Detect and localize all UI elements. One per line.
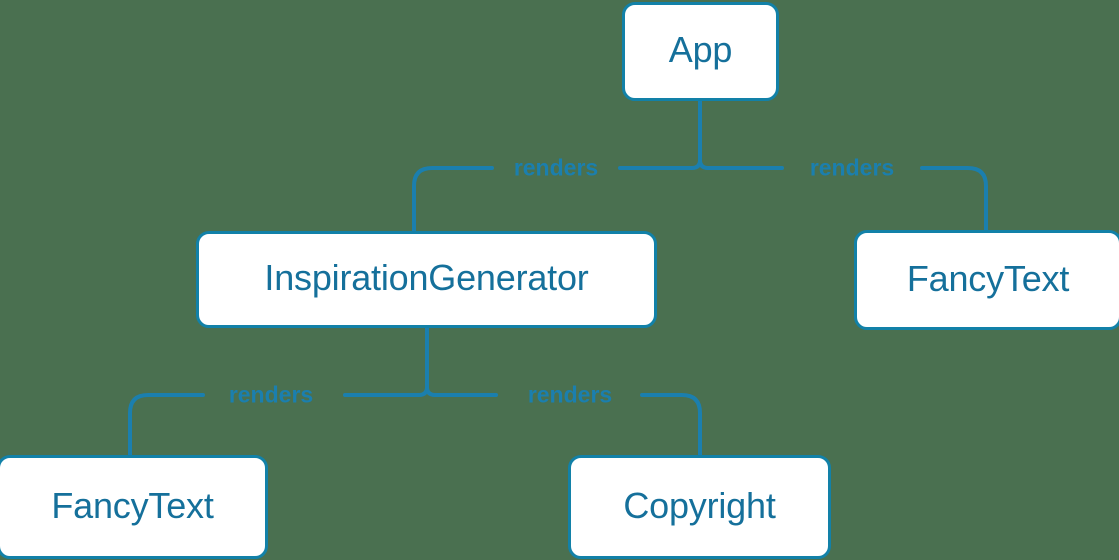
edge-label-inspgen-fancyleft: renders (228, 381, 314, 408)
edge-label-app-inspgen: renders (513, 154, 599, 181)
edge-app-fancyright-seg-right (920, 166, 988, 232)
node-app-label: App (668, 29, 733, 70)
edge-app-inspgen-seg-left (412, 166, 494, 233)
edge-inspgen-stem (417, 326, 429, 397)
node-fancytext-right-label: FancyText (906, 257, 1070, 299)
edge-inspgen-copyright-seg-right (640, 393, 702, 457)
node-fancytext-left[interactable]: FancyText (0, 455, 268, 559)
node-fancytext-left-label: FancyText (51, 484, 214, 526)
node-app[interactable]: App (622, 2, 779, 101)
node-copyright[interactable]: Copyright (568, 455, 831, 559)
node-inspiration-generator[interactable]: InspirationGenerator (196, 231, 657, 328)
edge-label-inspgen-copyright: renders (527, 381, 613, 408)
node-fancytext-right[interactable]: FancyText (854, 230, 1119, 330)
node-copyright-label: Copyright (623, 484, 776, 526)
edge-app-stem (690, 97, 702, 170)
node-inspiration-generator-label: InspirationGenerator (264, 257, 589, 298)
edge-inspgen-fancyleft-seg-left (128, 393, 205, 457)
edge-label-app-fancyright: renders (809, 154, 895, 181)
